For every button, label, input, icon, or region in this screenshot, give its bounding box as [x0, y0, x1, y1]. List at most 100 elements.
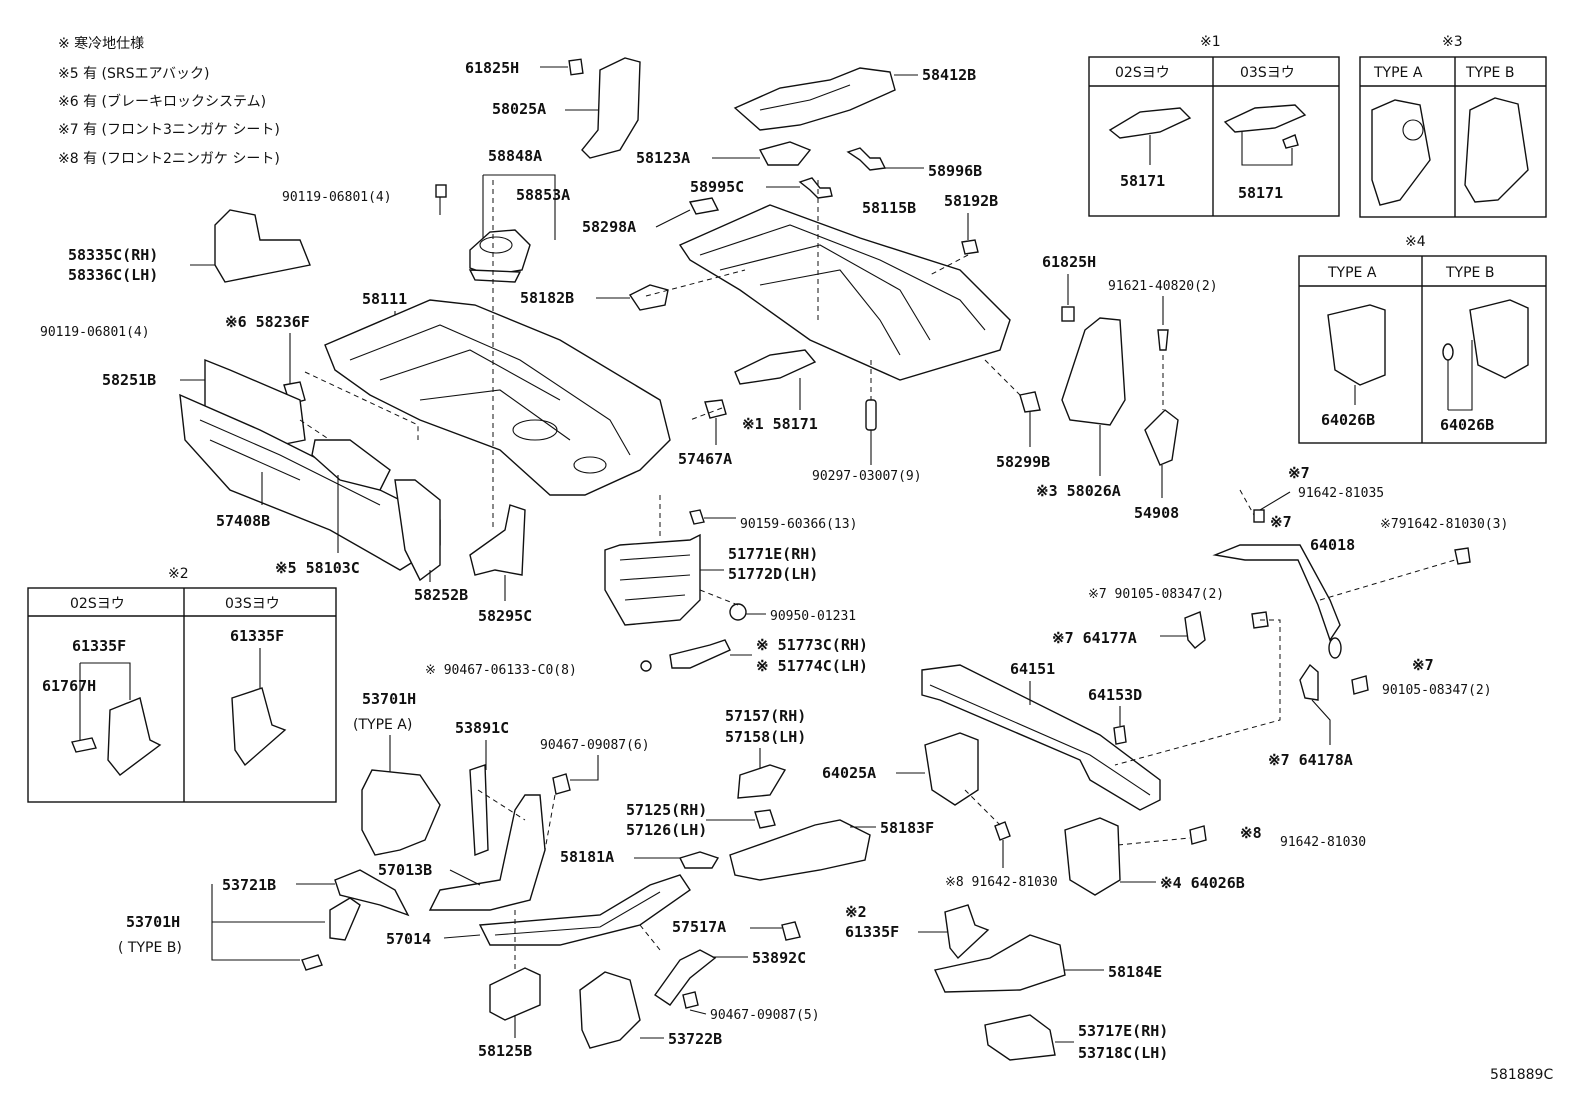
- label-58192B: 58192B: [944, 192, 998, 210]
- label-58848A: 58848A: [488, 147, 542, 165]
- part-58335C-shape: [214, 209, 311, 283]
- note-cold-region: ※ 寒冷地仕様: [58, 35, 144, 52]
- box4-col-a: TYPE A: [1327, 265, 1377, 281]
- part-58252B-shape: [394, 479, 441, 582]
- label-54908: 54908: [1134, 504, 1179, 522]
- label-91642-81030-c: ※8 91642-81030: [945, 875, 1058, 890]
- box4-part-b: 64026B: [1440, 416, 1494, 434]
- part-53717E-shape: [984, 1014, 1056, 1061]
- label-90467-a: ※ 90467-06133-C0(8): [425, 663, 577, 678]
- box1-part-a: 58171: [1120, 172, 1165, 190]
- box3-mark: ※3: [1442, 34, 1463, 50]
- part-90297-plug: [865, 399, 877, 431]
- label-61825H-a: 61825H: [465, 59, 519, 77]
- box1-mark: ※1: [1200, 34, 1221, 50]
- part-58123A-shape: [758, 141, 812, 166]
- box3-col-a: TYPE A: [1373, 65, 1423, 81]
- label-90950: 90950-01231: [770, 609, 856, 624]
- label-64026B-main: ※4 64026B: [1160, 874, 1245, 892]
- box2-col-a: 02Sヨウ: [70, 596, 125, 612]
- label-51774C: ※ 51774C(LH): [756, 657, 868, 675]
- label-61335F-main: 61335F: [845, 923, 899, 941]
- part-51771E-step-shape: [604, 533, 701, 626]
- part-58026A-shape: [1061, 317, 1126, 426]
- part-58111-rear-floor-shape: [324, 299, 671, 496]
- part-53701H-a-shape: [361, 769, 441, 856]
- label-57125: 57125(RH): [626, 801, 707, 819]
- label-91621: 91621-40820(2): [1108, 279, 1218, 294]
- part-58125B-shape: [489, 967, 541, 1021]
- label-58115B: 58115B: [862, 199, 916, 217]
- label-64018: 64018: [1310, 536, 1355, 554]
- box4-part-b-shape: [1469, 299, 1529, 379]
- mark-7-c: ※7: [1412, 656, 1434, 674]
- part-53892C-shape: [654, 949, 717, 1006]
- note-6: ※6 有 (ブレーキロックシステム): [58, 93, 266, 110]
- label-58181A: 58181A: [560, 848, 614, 866]
- label-90105-b: 90105-08347(2): [1382, 683, 1492, 698]
- note-5: ※5 有 (SRSエアバック): [58, 66, 209, 82]
- part-64025A-shape: [924, 732, 979, 806]
- label-58252B: 58252B: [414, 586, 468, 604]
- label-64025A: 64025A: [822, 764, 876, 782]
- mark-8: ※8: [1240, 824, 1262, 842]
- part-58171-shape: [734, 349, 817, 385]
- label-90159: 90159-60366(13): [740, 517, 857, 532]
- label-53701H-b-type: ( TYPE B): [118, 940, 182, 956]
- box1-part-b-shape: [1223, 104, 1307, 133]
- label-91642-81030-a: ※791642-81030(3): [1380, 517, 1508, 532]
- part-64178A-shape: [1299, 663, 1319, 701]
- part-64026B-shape: [1064, 817, 1121, 896]
- label-90105-a: ※7 90105-08347(2): [1088, 587, 1224, 602]
- box4-part-a-shape: [1327, 304, 1386, 386]
- part-58299B-shape: [1019, 391, 1041, 413]
- box4-mark: ※4: [1405, 234, 1426, 250]
- part-58181A-shape: [679, 851, 720, 869]
- label-58182B: 58182B: [520, 289, 574, 307]
- legend-notes: ※ 寒冷地仕様 ※5 有 (SRSエアバック) ※6 有 (ブレーキロックシステ…: [58, 35, 280, 167]
- part-53891C-shape: [469, 764, 489, 856]
- part-51773C-shape: [669, 639, 731, 669]
- variant-box-4: ※4 TYPE A TYPE B 64026B 64026B: [1298, 234, 1547, 444]
- label-53891C: 53891C: [455, 719, 509, 737]
- box2-part-a-shape: [107, 697, 162, 776]
- bottom-cluster: 53701H (TYPE A) 53891C 90467-09087(6) 57…: [118, 690, 1168, 1062]
- box2-part-a2: 61767H: [42, 677, 96, 695]
- label-53701H-a: 53701H: [362, 690, 416, 708]
- label-58336C: 58336C(LH): [68, 266, 158, 284]
- box1-part-b: 58171: [1238, 184, 1283, 202]
- part-64151-panel-shape: [921, 664, 1161, 811]
- part-58298A-shape: [688, 197, 720, 215]
- part-58183F-shape: [729, 819, 871, 881]
- label-58025A: 58025A: [492, 100, 546, 118]
- label-53701H-b: 53701H: [126, 913, 180, 931]
- box1-col-b: 03Sヨウ: [1240, 65, 1295, 81]
- box3-part-a-shape: [1371, 99, 1431, 206]
- label-53717E: 53717E(RH): [1078, 1022, 1168, 1040]
- label-64178A: ※7 64178A: [1268, 751, 1353, 769]
- label-91642-81030-b: 91642-81030: [1280, 835, 1366, 850]
- label-58123A: 58123A: [636, 149, 690, 167]
- label-58183F: 58183F: [880, 819, 934, 837]
- part-64177A-shape: [1184, 611, 1206, 649]
- label-57013B: 57013B: [378, 861, 432, 879]
- box2-frame: [27, 587, 337, 803]
- label-57408B: 57408B: [216, 512, 270, 530]
- part-58295C-shape: [469, 504, 526, 576]
- label-58996B: 58996B: [928, 162, 982, 180]
- part-58184E-shape: [934, 934, 1066, 993]
- label-53721B: 53721B: [222, 876, 276, 894]
- label-90467-b: 90467-09087(6): [540, 738, 650, 753]
- part-58996B-shape: [846, 147, 887, 171]
- part-57157-shape: [737, 764, 787, 799]
- label-58103C: ※5 58103C: [275, 559, 360, 577]
- label-53701H-a-type: (TYPE A): [353, 717, 412, 733]
- label-58295C: 58295C: [478, 607, 532, 625]
- box3-col-b: TYPE B: [1465, 65, 1514, 81]
- label-58111: 58111: [362, 290, 407, 308]
- part-54908-shape: [1144, 409, 1179, 466]
- mark-2: ※2: [845, 903, 867, 921]
- figure-code: 581889C: [1490, 1067, 1553, 1083]
- box3-frame: [1359, 56, 1547, 218]
